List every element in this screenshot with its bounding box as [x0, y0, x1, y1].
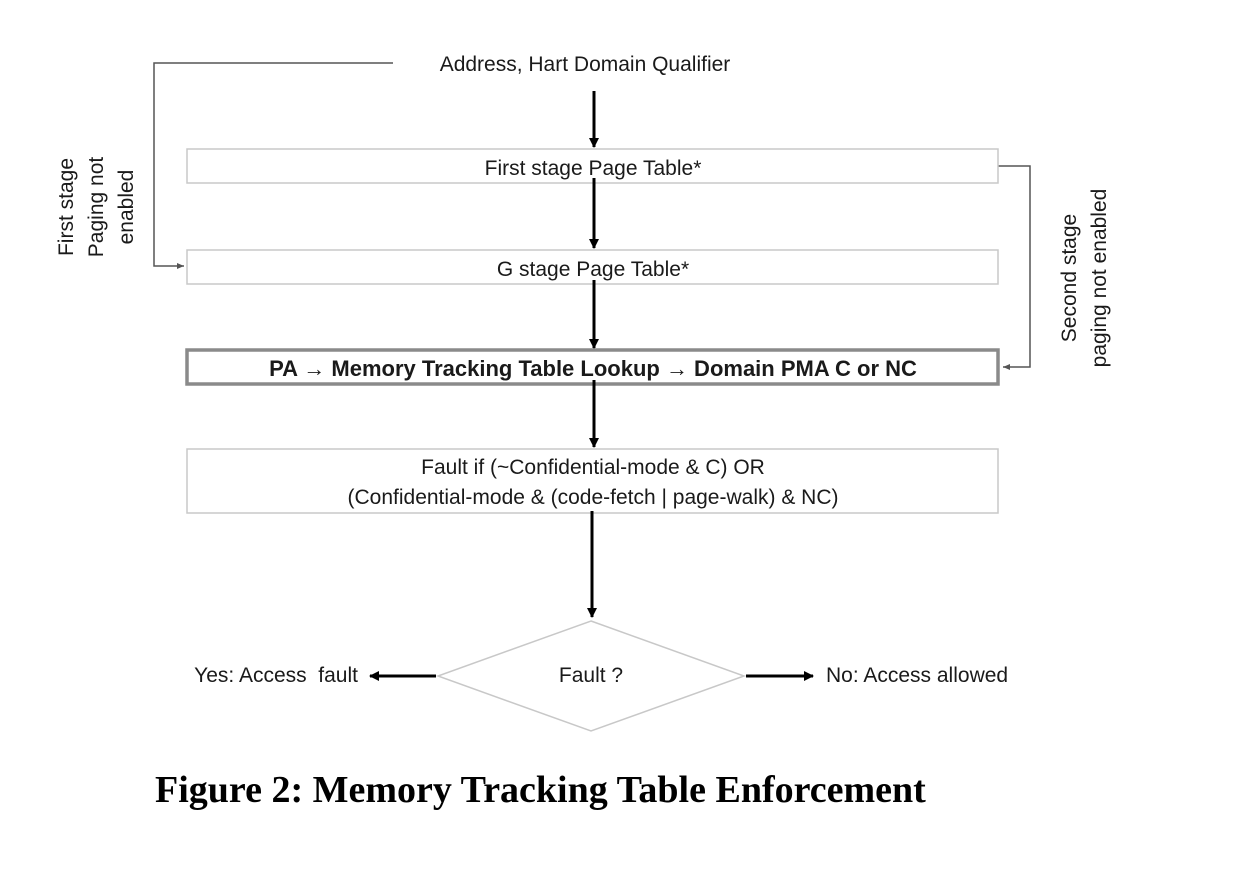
g-stage-box-label: G stage Page Table*: [497, 258, 689, 281]
left-bypass-label: First stage Paging not enabled: [55, 157, 138, 258]
fault-condition-line1: Fault if (~Confidential-mode & C) OR: [421, 456, 765, 479]
g-stage-box: [186, 249, 999, 285]
figure-caption: Figure 2: Memory Tracking Table Enforcem…: [155, 769, 926, 811]
no-access-allowed-label: No: Access allowed: [826, 664, 1008, 687]
right-bypass-connector: [998, 165, 1031, 370]
fault-decision-diamond: [435, 620, 747, 732]
input-label: Address, Hart Domain Qualifier: [440, 53, 731, 76]
left-bypass-label-line2: Paging not: [85, 157, 108, 258]
right-bypass-label-line1: Second stage: [1058, 214, 1081, 342]
right-bypass-label: Second stage paging not enabled: [1058, 189, 1111, 368]
left-bypass-label-line3: enabled: [115, 170, 138, 245]
fault-decision-label: Fault ?: [559, 664, 623, 687]
fault-condition-line2: (Confidential-mode & (code-fetch | page-…: [348, 486, 839, 509]
left-bypass-connector: [153, 62, 393, 269]
right-bypass-label-line2: paging not enabled: [1088, 189, 1111, 368]
lookup-box-label: PA → Memory Tracking Table Lookup → Doma…: [269, 356, 917, 381]
left-bypass-label-line1: First stage: [55, 158, 78, 256]
yes-access-fault-label: Yes: Access fault: [194, 664, 358, 687]
fault-condition-box: [186, 448, 999, 514]
first-stage-box-label: First stage Page Table*: [485, 157, 702, 180]
